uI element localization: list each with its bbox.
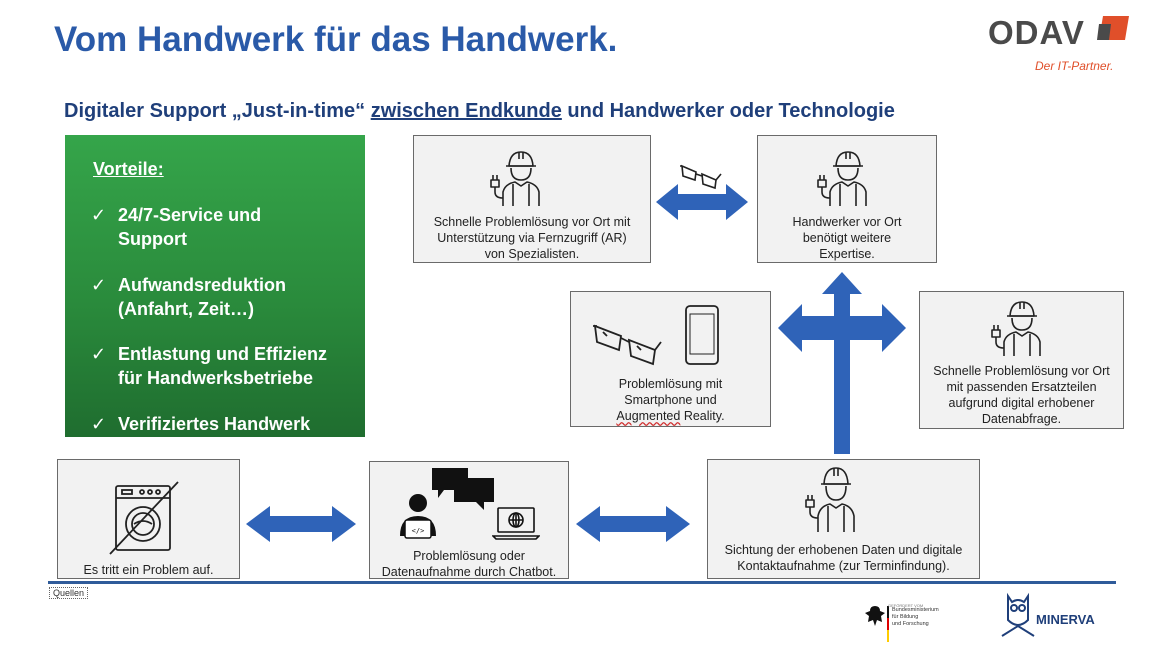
box-caption: Schnelle Problemlösung vor Ort mit passe…	[920, 363, 1123, 427]
quellen-link[interactable]: Quellen	[49, 587, 89, 599]
caption-line: Schnelle Problemlösung vor Ort mit	[433, 215, 631, 229]
developer-icon: </>	[400, 494, 436, 539]
worker-icon	[991, 301, 1041, 356]
benefit-item: ✓ Entlastung und Effizienz für Handwerksb…	[91, 342, 327, 390]
caption-line: Unterstützung via Fernzugriff (AR)	[437, 231, 627, 245]
benefit-text: (Anfahrt, Zeit…)	[118, 299, 254, 319]
caption-line: Handwerker vor Ort	[792, 215, 902, 229]
washing-machine-crossed-icon	[109, 481, 179, 555]
caption-word: Augmented	[616, 409, 681, 423]
subtitle-part1: Digitaler Support „Just-in-time“	[64, 100, 366, 122]
cross-arrow-icon	[778, 272, 906, 454]
caption-line: Expertise.	[819, 247, 875, 261]
odav-tagline: Der IT-Partner.	[1035, 59, 1114, 73]
owl-logo-icon	[1001, 592, 1035, 637]
box-sichtung: Sichtung der erhobenen Daten und digital…	[707, 459, 980, 579]
box-caption: Sichtung der erhobenen Daten und digital…	[708, 542, 979, 574]
caption-line: von Spezialisten.	[484, 247, 580, 261]
worker-icon	[805, 467, 855, 532]
box-caption: Schnelle Problemlösung vor Ort mit Unter…	[414, 214, 650, 262]
chat-bubbles-icon	[432, 468, 494, 510]
svg-text:</>: </>	[412, 527, 425, 535]
box-chatbot: </> Problemlösung oder Datenaufnahme dur…	[369, 461, 569, 579]
minerva-logo-text: MINERVA	[1036, 612, 1095, 627]
bmbf-line: und Forschung	[892, 621, 929, 627]
caption-line: Datenaufnahme durch Chatbot.	[381, 565, 557, 579]
smartphone-icon	[685, 305, 719, 365]
page-title: Vom Handwerk für das Handwerk.	[54, 20, 618, 59]
benefit-text: Entlastung und Effizienz	[118, 344, 327, 364]
laptop-globe-icon	[492, 507, 540, 540]
box-smartphone-ar: Problemlösung mit Smartphone und Augment…	[570, 291, 771, 427]
subtitle-underlined: zwischen Endkunde	[370, 100, 562, 122]
benefit-item: ✓ Aufwandsreduktion (Anfahrt, Zeit…)	[91, 273, 286, 321]
check-icon: ✓	[91, 275, 107, 295]
box-caption: Problemlösung mit Smartphone und Augment…	[571, 376, 770, 424]
federal-eagle-icon	[865, 606, 885, 626]
caption-line: Datenabfrage.	[981, 412, 1062, 426]
subtitle-part2: und Handwerker oder Technologie	[567, 100, 895, 122]
double-arrow-icon	[246, 506, 356, 542]
box-ersatzteile: Schnelle Problemlösung vor Ort mit passe…	[919, 291, 1124, 429]
box-problem: Es tritt ein Problem auf.	[57, 459, 240, 579]
box-caption: Problemlösung oder Datenaufnahme durch C…	[370, 548, 568, 580]
caption-line: Reality.	[680, 409, 725, 423]
caption-line: Kontaktaufnahme (zur Terminfindung).	[737, 559, 950, 573]
benefit-text: Aufwandsreduktion	[118, 275, 287, 295]
benefit-item: ✓ Verifiziertes Handwerk	[91, 412, 310, 436]
benefit-text: Support	[118, 229, 187, 249]
benefit-text: Verifiziertes Handwerk	[118, 414, 311, 434]
benefit-text: 24/7-Service und	[118, 205, 262, 225]
subtitle: Digitaler Support „Just-in-time“ zwische…	[64, 100, 895, 123]
box-caption: Handwerker vor Ort benötigt weitere Expe…	[758, 214, 936, 262]
box-handwerker: Handwerker vor Ort benötigt weitere Expe…	[757, 135, 937, 263]
bmbf-line: Bundesministerium	[892, 607, 939, 613]
bmbf-flag-bar	[887, 606, 889, 642]
caption-line: Problemlösung mit	[618, 377, 723, 391]
check-icon: ✓	[91, 205, 107, 225]
double-arrow-icon	[576, 506, 690, 542]
caption-line: Schnelle Problemlösung vor Ort	[933, 364, 1110, 378]
worker-icon	[490, 151, 540, 206]
odav-logo-mark-icon	[1097, 16, 1129, 40]
caption-line: benötigt weitere	[802, 231, 892, 245]
bmbf-line: für Bildung	[892, 614, 919, 620]
box-remote-support: Schnelle Problemlösung vor Ort mit Unter…	[413, 135, 651, 263]
check-icon: ✓	[91, 344, 107, 364]
ar-glasses-icon	[680, 164, 722, 190]
caption-line: Smartphone und	[624, 393, 717, 407]
benefits-header: Vorteile:	[93, 159, 164, 179]
caption-line: mit passenden Ersatzteilen	[946, 380, 1097, 394]
benefit-text: für Handwerksbetriebe	[118, 368, 314, 388]
caption-line: aufgrund digital erhobener	[948, 396, 1095, 410]
bmbf-funded-label: GEFÖRDERT VOM	[888, 603, 924, 608]
bmbf-logo-text: Bundesministerium für Bildung und Forsch…	[892, 607, 939, 628]
footer-divider	[48, 581, 1116, 584]
caption-line: Sichtung der erhobenen Daten und digital…	[724, 543, 963, 557]
double-arrow-icon	[656, 184, 748, 220]
worker-icon	[817, 151, 867, 206]
ar-glasses-icon	[593, 324, 662, 366]
box-caption: Es tritt ein Problem auf.	[83, 563, 214, 577]
odav-logo: ODAV	[988, 14, 1085, 51]
check-icon: ✓	[91, 414, 107, 434]
caption-line: Problemlösung oder	[413, 549, 525, 563]
